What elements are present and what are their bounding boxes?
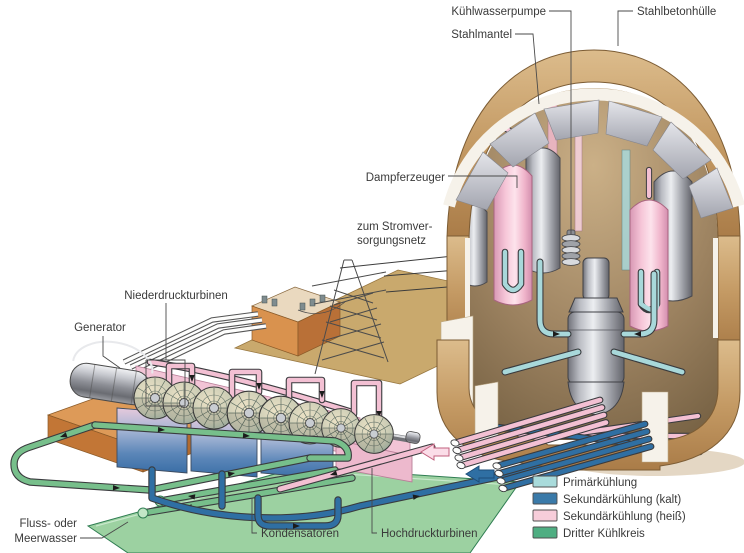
legend-item-sekundaerkuehlung-kalt: Sekundärkühlung (kalt) — [532, 492, 681, 506]
legend-label-dritter-kuehlkreis: Dritter Kühlkreis — [563, 528, 645, 540]
legend-label-sekundaerkuehlung-heiss: Sekundärkühlung (heiß) — [563, 511, 686, 523]
legend-item-sekundaerkuehlung-heiss: Sekundärkühlung (heiß) — [532, 509, 686, 523]
generator-unit — [69, 340, 154, 406]
legend-label-sekundaerkuehlung-kalt: Sekundärkühlung (kalt) — [563, 494, 681, 506]
cold-feed-pipe-bundle — [465, 420, 655, 493]
legend-item-dritter-kuehlkreis: Dritter Kühlkreis — [532, 526, 645, 540]
label-stahlmantel: Stahlmantel — [451, 29, 512, 41]
leader-dampferzeuger — [448, 175, 518, 188]
leader-niederdruckturbinen — [145, 303, 186, 407]
legend-item-primaerkuehlung: Primärkühlung — [532, 475, 637, 489]
label-stromnetz-zeile1: zum Stromver- — [357, 221, 433, 233]
diagram-labels: Kühlwasserpumpe Stahlbetonhülle Stahlman… — [14, 6, 716, 545]
legend-swatch-primaerkuehlung — [532, 475, 558, 488]
legend-swatch-dritter-kuehlkreis — [532, 526, 558, 539]
reactor-pressure-vessel — [567, 257, 625, 415]
label-flusswasser-zeile2: Meerwasser — [14, 533, 77, 545]
label-stahlbetonhuelle: Stahlbetonhülle — [637, 6, 716, 18]
feedwater-flow-block-arrow — [465, 465, 495, 483]
hot-secondary-return-pipe — [276, 443, 436, 493]
label-dampferzeuger: Dampferzeuger — [366, 172, 445, 184]
label-stromnetz-zeile2: sorgungsnetz — [357, 235, 426, 247]
legend-label-primaerkuehlung: Primärkühlung — [563, 477, 637, 489]
label-generator: Generator — [74, 322, 126, 334]
leader-stahlbetonhuelle — [617, 10, 633, 46]
leader-generator — [102, 336, 121, 369]
legend: Primärkühlung Sekundärkühlung (kalt) Sek… — [532, 475, 686, 540]
leader-kondensatoren — [251, 498, 257, 534]
steel-liner-band — [443, 88, 744, 208]
leader-hochdruckturbinen — [371, 468, 377, 534]
generator-bus-ducts — [122, 311, 267, 376]
leader-flusswasser — [80, 521, 129, 539]
transformer-bushings — [261, 294, 326, 311]
leader-kuehlwasserpumpe — [549, 10, 572, 234]
hot-steam-pipe-bundle — [420, 396, 610, 470]
label-kuehlwasserpumpe: Kühlwasserpumpe — [451, 6, 546, 18]
transmission-tower — [297, 259, 389, 375]
legend-swatch-sekundaerkuehlung-heiss — [532, 509, 558, 522]
label-hochdruckturbinen: Hochdruckturbinen — [381, 528, 478, 540]
label-niederdruckturbinen: Niederdruckturbinen — [124, 290, 228, 302]
steam-crossover-pipes — [146, 358, 383, 426]
primary-loop-pipes — [501, 258, 686, 376]
leader-stahlmantel — [515, 33, 540, 105]
cold-secondary-pipes — [148, 446, 616, 530]
leader-lines — [80, 10, 633, 539]
third-cooling-loop-pipes — [10, 421, 356, 519]
steam-flow-block-arrow — [420, 443, 450, 461]
legend-swatch-sekundaerkuehlung-kalt — [532, 492, 558, 505]
label-flusswasser-zeile1: Fluss- oder — [19, 518, 77, 530]
steel-mantle-segments — [455, 99, 734, 219]
label-kondensatoren: Kondensatoren — [261, 528, 339, 540]
transformer-building — [251, 286, 341, 357]
